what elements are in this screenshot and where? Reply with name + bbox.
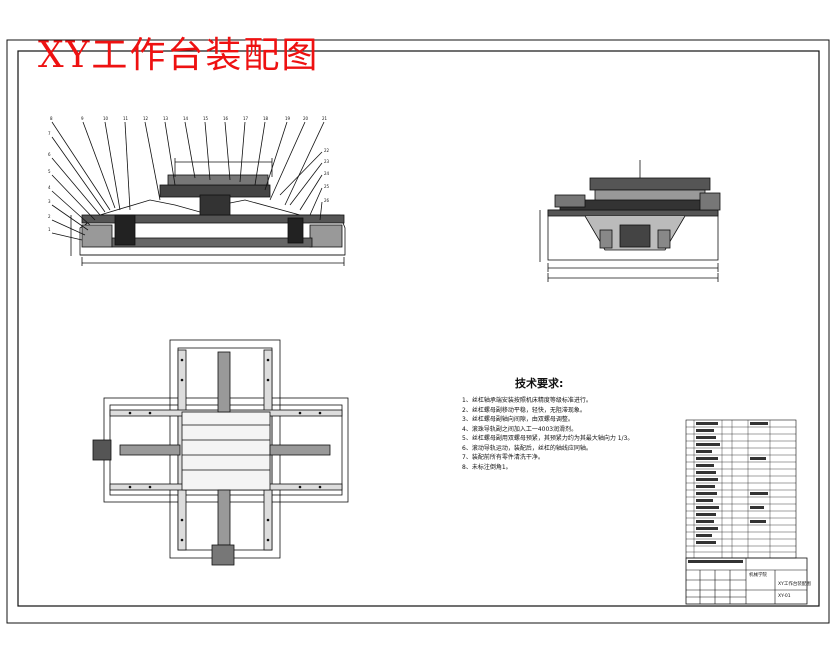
svg-text:6: 6 xyxy=(48,152,51,157)
title-block-drawing-no: XY-01 xyxy=(778,594,791,599)
svg-text:15: 15 xyxy=(203,116,209,121)
svg-text:22: 22 xyxy=(324,148,330,153)
svg-text:23: 23 xyxy=(324,159,330,164)
tech-requirement-item: 6、滚动导轨运动，装配后，丝杠的轴线应同轴。 xyxy=(462,444,592,452)
tech-requirements-list: 1、丝杠轴承端安装按照机床精度等级标准进行。 2、丝杠螺母副移动平稳，轻快，无阻… xyxy=(462,396,637,472)
svg-text:4: 4 xyxy=(48,185,51,190)
svg-text:21: 21 xyxy=(322,116,328,121)
svg-text:17: 17 xyxy=(243,116,249,121)
svg-text:9: 9 xyxy=(81,116,84,121)
drawing-title: XY工作台装配图 xyxy=(38,35,320,76)
top-plan-view xyxy=(92,339,349,566)
svg-text:10: 10 xyxy=(103,116,109,121)
svg-text:18: 18 xyxy=(263,116,269,121)
svg-text:5: 5 xyxy=(48,169,51,174)
tech-requirements-heading: 技术要求: xyxy=(515,377,564,390)
svg-text:7: 7 xyxy=(48,131,51,136)
svg-text:14: 14 xyxy=(183,116,189,121)
svg-text:24: 24 xyxy=(324,171,330,176)
tech-requirement-item: 3、丝杠螺母副轴向间隙，由双螺母调整。 xyxy=(462,416,574,423)
balloon-labels: 8 9 10 11 12 13 14 15 16 17 18 19 20 21 7 6 5 4 3 2 1… xyxy=(48,116,330,232)
tech-requirement-item: 7、装配前所有零件清洗干净。 xyxy=(462,454,544,461)
tech-requirement-item: 4、滚珠导轨副之间加入工一4003润滑剂。 xyxy=(462,425,578,433)
svg-text:12: 12 xyxy=(143,116,149,121)
svg-text:19: 19 xyxy=(285,116,291,121)
svg-text:3: 3 xyxy=(48,199,51,204)
svg-text:26: 26 xyxy=(324,198,330,203)
tech-requirement-item: 5、丝杠螺母副用双螺母预紧，其预紧力约为其最大轴向力 1/3。 xyxy=(462,435,634,442)
front-section-view xyxy=(51,121,346,266)
tech-requirement-item: 8、未标注倒角1。 xyxy=(462,463,512,471)
tech-requirement-item: 1、丝杠轴承端安装按照机床精度等级标准进行。 xyxy=(462,397,592,404)
inner-frame xyxy=(17,50,820,607)
side-section-view xyxy=(539,160,721,282)
svg-text:2: 2 xyxy=(48,214,51,219)
title-block-name: XY工作台装配图 xyxy=(778,582,811,587)
svg-text:1: 1 xyxy=(48,227,51,232)
tech-requirement-item: 2、丝杠螺母副移动平稳，轻快，无阻滞现象。 xyxy=(462,406,586,414)
svg-text:8: 8 xyxy=(50,116,53,121)
outer-frame xyxy=(6,39,830,624)
svg-text:16: 16 xyxy=(223,116,229,121)
svg-text:13: 13 xyxy=(163,116,169,121)
svg-text:20: 20 xyxy=(303,116,309,121)
title-block-org: 机械学院 xyxy=(749,573,767,578)
svg-text:11: 11 xyxy=(123,116,129,121)
title-block xyxy=(685,419,808,605)
svg-text:25: 25 xyxy=(324,184,330,189)
